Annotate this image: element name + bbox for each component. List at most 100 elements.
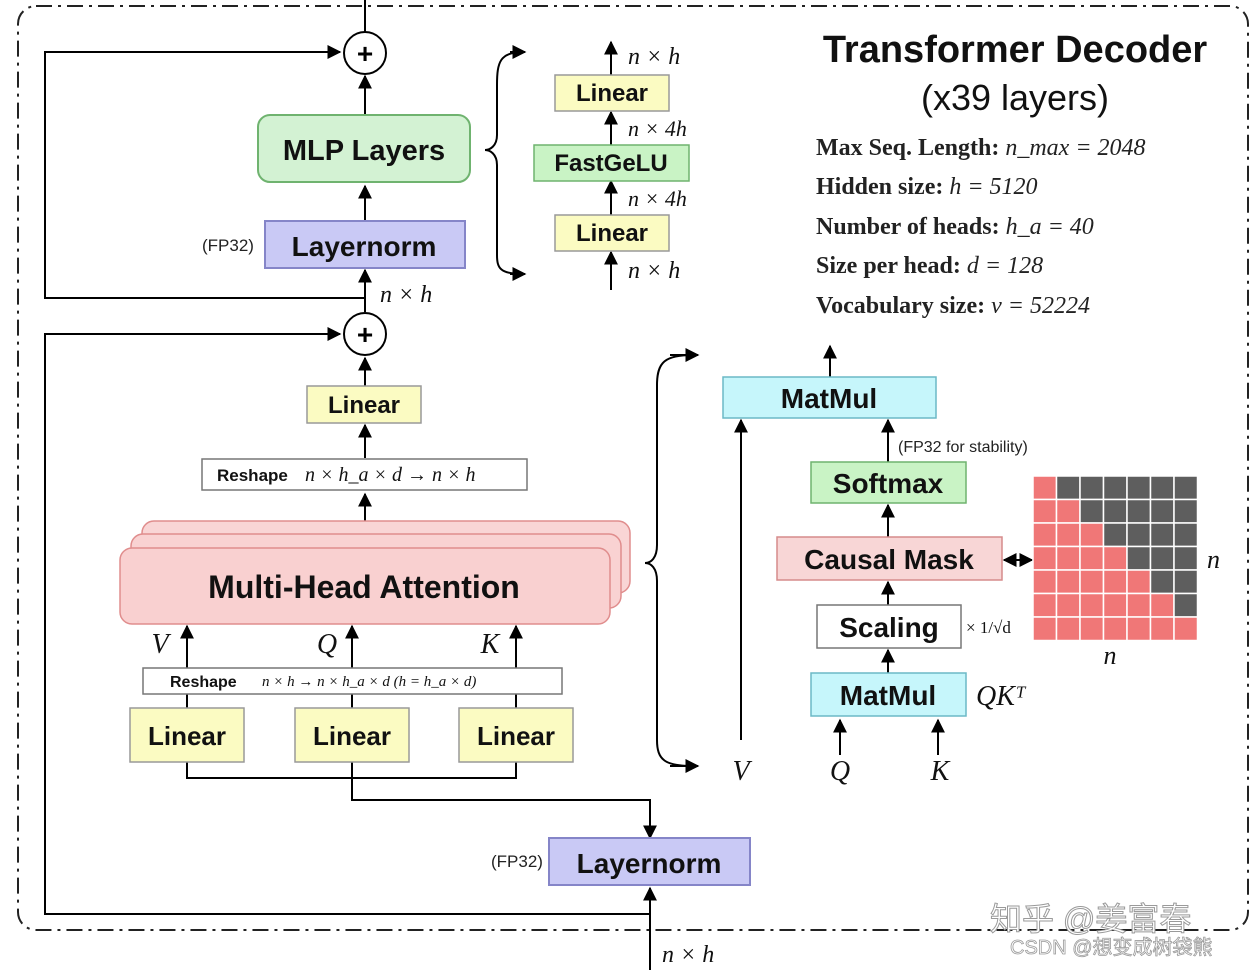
config-label: Vocabulary size: bbox=[816, 293, 985, 319]
fp32-tag-bottom: (FP32) bbox=[491, 852, 543, 871]
mask-cell-visible bbox=[1079, 522, 1105, 548]
k-label: K bbox=[480, 629, 501, 660]
mha-label: Multi-Head Attention bbox=[208, 569, 520, 605]
mask-cell-masked bbox=[1055, 475, 1081, 501]
mask-cell-masked bbox=[1149, 522, 1175, 548]
n-h-mid-label: n × h bbox=[380, 282, 432, 308]
matmul-top-block: MatMul bbox=[722, 376, 937, 419]
mask-cell-visible bbox=[1149, 592, 1175, 618]
mask-cell-visible bbox=[1102, 569, 1128, 595]
layernorm-top-block: Layernorm bbox=[264, 220, 466, 269]
mlp-detail-connectors bbox=[484, 40, 618, 290]
mlp-linear-top: Linear bbox=[554, 74, 670, 112]
q-right-label: Q bbox=[830, 756, 850, 787]
v-right-label: V bbox=[732, 756, 752, 787]
config-label: Number of heads: bbox=[816, 214, 1000, 240]
mask-cell-masked bbox=[1079, 475, 1105, 501]
config-label: Size per head: bbox=[816, 253, 961, 279]
svg-text:Max Seq. Length: n_max = 2048: Max Seq. Length: n_max = 2048 bbox=[816, 135, 1146, 161]
linear-v-block: Linear bbox=[129, 707, 245, 763]
mask-cell-visible bbox=[1032, 522, 1058, 548]
config-value: h_a = 40 bbox=[1006, 214, 1094, 240]
linear-k-block: Linear bbox=[458, 707, 574, 763]
mlp-linear-bottom: Linear bbox=[554, 214, 670, 252]
mask-cell-masked bbox=[1173, 592, 1199, 618]
mask-cell-masked bbox=[1173, 545, 1199, 571]
diagram-subtitle: (x39 layers) bbox=[921, 77, 1109, 118]
svg-text:Size per head: d = 128: Size per head: d = 128 bbox=[816, 253, 1043, 279]
mask-cell-visible bbox=[1055, 592, 1081, 618]
attn-output-linear: Linear bbox=[306, 385, 422, 424]
config-value: h = 5120 bbox=[949, 174, 1037, 200]
config-value: d = 128 bbox=[967, 253, 1043, 279]
mask-cell-masked bbox=[1173, 498, 1199, 524]
mask-n-bottom-label: n bbox=[1104, 641, 1117, 670]
mask-cell-visible bbox=[1102, 545, 1128, 571]
reshape-bottom-box: Reshape n × h → n × h_a × d (h = h_a × d… bbox=[142, 667, 563, 695]
reshape-top-expr: n × h_a × d → n × h bbox=[305, 464, 476, 486]
connectors bbox=[44, 0, 657, 970]
residual-add-bottom: + bbox=[343, 312, 387, 356]
layernorm-bottom-label: Layernorm bbox=[577, 848, 722, 879]
v-label: V bbox=[151, 629, 171, 660]
mask-cell-visible bbox=[1149, 616, 1175, 642]
mask-cell-masked bbox=[1149, 498, 1175, 524]
mask-cell-visible bbox=[1055, 498, 1081, 524]
mask-cell-visible bbox=[1032, 498, 1058, 524]
mask-cell-visible bbox=[1055, 569, 1081, 595]
reshape-bottom-label: Reshape bbox=[170, 674, 237, 691]
mask-cell-masked bbox=[1149, 475, 1175, 501]
reshape-bottom-expr: n × h → n × h_a × d (h = h_a × d) bbox=[262, 674, 476, 690]
mask-cell-visible bbox=[1079, 545, 1105, 571]
mask-cell-visible bbox=[1102, 616, 1128, 642]
n-4h-b-label: n × 4h bbox=[628, 186, 687, 211]
mask-cell-masked bbox=[1149, 569, 1175, 595]
linear-v-label: Linear bbox=[148, 721, 226, 751]
layer-frame bbox=[17, 5, 1249, 931]
mask-cell-masked bbox=[1102, 498, 1128, 524]
mha-stack: Multi-Head Attention bbox=[119, 520, 631, 625]
layernorm-top-label: Layernorm bbox=[292, 231, 437, 262]
mask-cell-masked bbox=[1126, 475, 1152, 501]
mask-cell-visible bbox=[1032, 569, 1058, 595]
mask-cell-masked bbox=[1079, 498, 1105, 524]
k-right-label: K bbox=[930, 756, 951, 787]
mask-cell-visible bbox=[1102, 592, 1128, 618]
attn-detail-connectors bbox=[644, 344, 1034, 773]
mask-cell-masked bbox=[1102, 475, 1128, 501]
matmul-top-label: MatMul bbox=[781, 383, 877, 414]
mlp-linear-top-label: Linear bbox=[576, 80, 648, 107]
mask-cell-visible bbox=[1055, 616, 1081, 642]
mask-cell-masked bbox=[1173, 475, 1199, 501]
softmax-block: Softmax bbox=[810, 461, 967, 504]
mask-cell-visible bbox=[1126, 592, 1152, 618]
watermark-line-1: 知乎 @姜富春 bbox=[990, 901, 1191, 937]
mask-cell-masked bbox=[1126, 498, 1152, 524]
scale-factor-label: × 1/√d bbox=[966, 618, 1011, 637]
mlp-layers-block: MLP Layers bbox=[257, 114, 471, 183]
watermark-line-2: CSDN @想变成树袋熊 bbox=[1010, 936, 1213, 959]
mask-cell-visible bbox=[1079, 569, 1105, 595]
config-label: Max Seq. Length: bbox=[816, 135, 999, 161]
causal-mask-block: Causal Mask bbox=[776, 536, 1003, 581]
mask-cell-visible bbox=[1055, 545, 1081, 571]
reshape-top-box: Reshape n × h_a × d → n × h bbox=[201, 458, 528, 491]
linear-q-label: Linear bbox=[313, 721, 391, 751]
mask-cell-visible bbox=[1079, 592, 1105, 618]
config-value: v = 52224 bbox=[991, 293, 1090, 319]
mask-cell-visible bbox=[1032, 592, 1058, 618]
linear-q-block: Linear bbox=[294, 707, 410, 763]
layernorm-bottom-block: Layernorm bbox=[548, 837, 751, 886]
diagram-title: Transformer Decoder bbox=[823, 29, 1208, 71]
mask-n-side-label: n bbox=[1207, 545, 1220, 574]
mask-cell-visible bbox=[1032, 475, 1058, 501]
mask-cell-visible bbox=[1126, 569, 1152, 595]
mask-cell-visible bbox=[1032, 545, 1058, 571]
scaling-block: Scaling bbox=[816, 604, 962, 649]
mlp-fastgelu-label: FastGeLU bbox=[554, 150, 667, 177]
n-4h-a-label: n × 4h bbox=[628, 116, 687, 141]
mask-cell-visible bbox=[1079, 616, 1105, 642]
mask-cell-masked bbox=[1126, 522, 1152, 548]
config-label: Hidden size: bbox=[816, 174, 943, 200]
